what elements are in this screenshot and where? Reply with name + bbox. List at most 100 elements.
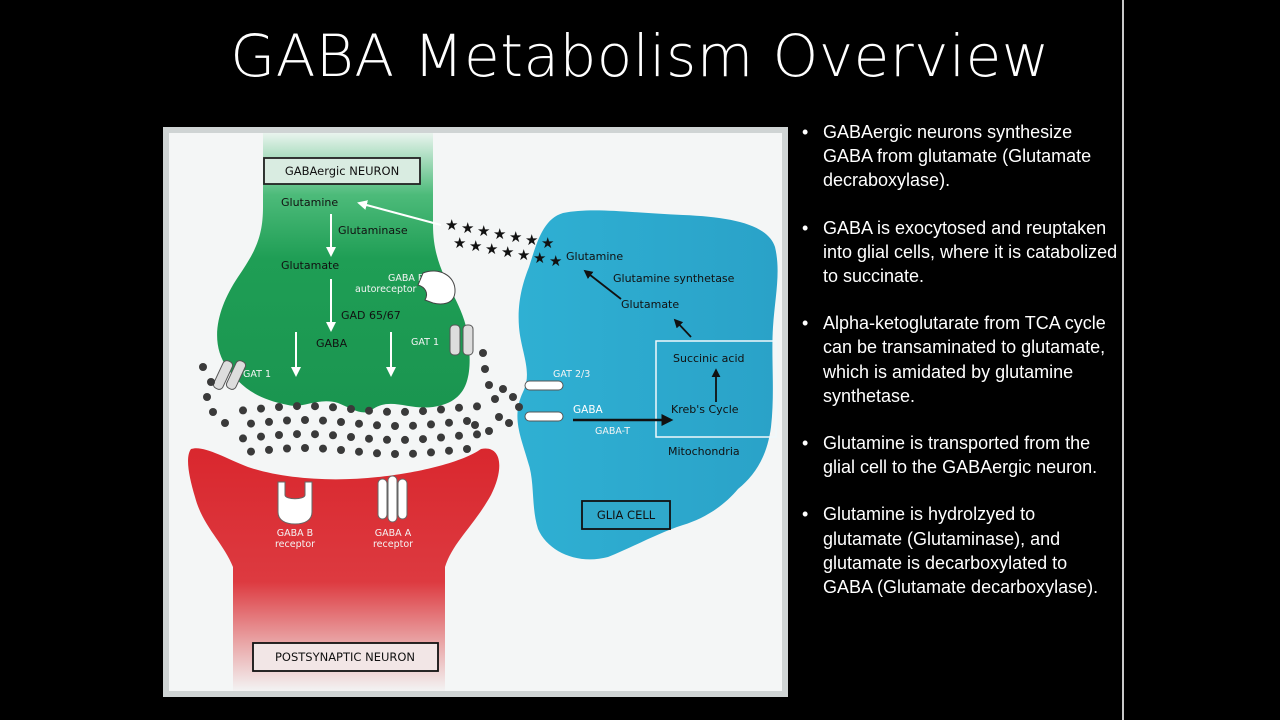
mitochondria-label: Mitochondria	[668, 445, 740, 458]
svg-text:★: ★	[525, 231, 538, 249]
gaba-molecule-dot	[365, 406, 373, 415]
gaba-molecule-dot	[463, 445, 471, 453]
glutaminase-label: Glutaminase	[338, 224, 408, 237]
gaba-molecule-dot	[473, 430, 481, 439]
svg-text:★: ★	[509, 228, 522, 246]
postsynaptic-label-box	[252, 642, 439, 672]
gaba-molecule-dot	[471, 421, 479, 429]
neuron-gaba-label: GABA	[316, 337, 348, 350]
gaba-molecule-dot	[463, 417, 471, 425]
gaba-b-autoreceptor-label-2: autoreceptor	[355, 284, 417, 295]
gaba-molecule-dot	[409, 449, 417, 458]
bullet-item: GABAergic neurons synthesize GABA from g…	[800, 120, 1118, 193]
gat1-transporter-right-icon	[449, 324, 474, 356]
gaba-molecule-dot	[257, 404, 265, 413]
gaba-molecule-dot	[337, 446, 345, 454]
gat1-right-label: GAT 1	[411, 337, 439, 348]
gaba-molecule-dot	[515, 403, 523, 411]
gaba-molecule-dot	[445, 418, 453, 427]
gaba-molecule-dot	[199, 363, 207, 371]
postsynaptic-label: POSTSYNAPTIC NEURON	[275, 650, 415, 664]
bullet-item: Alpha-ketoglutarate from TCA cycle can b…	[800, 311, 1118, 408]
svg-text:★: ★	[533, 249, 546, 267]
gaba-molecule-dot	[373, 449, 381, 458]
gaba-molecule-dot	[391, 422, 399, 430]
svg-text:★: ★	[477, 222, 490, 240]
gaba-molecule-dot	[265, 445, 273, 454]
svg-text:★: ★	[501, 243, 514, 261]
svg-text:★: ★	[517, 246, 530, 264]
glia-glutamine-label: Glutamine	[566, 250, 623, 263]
gaba-molecule-dot	[383, 407, 391, 416]
gaba-molecule-dot	[337, 418, 345, 426]
glia-gaba-label: GABA	[573, 404, 604, 416]
gaba-molecule-dot	[491, 395, 499, 403]
gaba-molecule-dot	[499, 385, 507, 393]
gaba-molecule-dot	[437, 405, 445, 414]
gabaergic-neuron-shape	[217, 133, 470, 413]
glia-label: GLIA CELL	[597, 508, 656, 522]
gaba-molecule-dot	[347, 433, 355, 441]
gaba-molecule-dot	[495, 413, 503, 421]
gaba-molecule-dot	[293, 402, 301, 411]
gaba-molecule-dot	[355, 419, 363, 428]
gaba-molecule-dot	[275, 403, 283, 411]
gaba-b-autoreceptor-icon	[417, 270, 456, 305]
gaba-molecule-dot	[427, 448, 435, 457]
gaba-molecule-dot	[293, 430, 301, 439]
gaba-molecule-dot	[419, 407, 427, 416]
gaba-molecule-dot	[455, 403, 463, 412]
gaba-molecule-dot	[373, 421, 381, 430]
svg-text:★: ★	[493, 225, 506, 243]
gaba-molecule-dot	[239, 406, 247, 415]
gaba-a-receptor-icon	[377, 475, 408, 523]
gaba-molecule-dot	[301, 444, 309, 452]
gaba-b-autoreceptor-label-1: GABA B	[388, 273, 424, 284]
neuron-glutamate-label: Glutamate	[281, 259, 339, 272]
gat23-transporter-bottom-icon	[524, 411, 564, 422]
gaba-molecule-dot	[347, 405, 355, 413]
arrow-glutamine-transport	[357, 200, 442, 226]
gaba-molecule-dot	[365, 434, 373, 443]
gaba-molecule-dot	[427, 420, 435, 429]
gaba-molecule-dot	[419, 435, 427, 444]
gaba-molecule-dot	[383, 435, 391, 444]
gaba-b-receptor-label-2: receptor	[275, 539, 315, 550]
gaba-molecule-dot	[437, 433, 445, 442]
neuron-glutamine-label: Glutamine	[281, 196, 338, 209]
bullet-list: GABAergic neurons synthesize GABA from g…	[800, 120, 1118, 622]
slide-edge-divider	[1122, 0, 1124, 720]
gaba-molecule-dot	[283, 444, 291, 453]
gad-label: GAD 65/67	[341, 309, 401, 322]
bullet-item: GABA is exocytosed and reuptaken into gl…	[800, 216, 1118, 289]
svg-text:★: ★	[541, 234, 554, 252]
gaba-molecule-dot	[445, 446, 453, 455]
bullet-item: Glutamine is transported from the glial …	[800, 431, 1118, 479]
gaba-molecule-dot	[221, 419, 229, 427]
gaba-molecule-dot	[209, 408, 217, 416]
gaba-molecule-dot	[203, 393, 211, 401]
gaba-molecule-dot	[329, 431, 337, 440]
gaba-b-receptor-icon	[277, 481, 313, 525]
glia-cell-shape	[517, 210, 778, 560]
mitochondria-box	[655, 340, 777, 438]
gaba-molecule-dot	[391, 450, 399, 458]
arrow-glutamate-to-glutamine	[583, 269, 622, 300]
gaba-molecule-dot	[257, 432, 265, 441]
glia-label-box	[581, 500, 671, 530]
svg-text:★: ★	[461, 219, 474, 237]
svg-text:★: ★	[485, 240, 498, 258]
svg-text:★: ★	[453, 234, 466, 252]
postsynaptic-neuron-shape	[188, 448, 500, 691]
gaba-molecule-dot	[311, 402, 319, 411]
gaba-molecule-dot	[355, 447, 363, 456]
gaba-molecule-dot	[239, 434, 247, 443]
gaba-molecule-dot	[485, 381, 493, 389]
glia-glutamate-label: Glutamate	[621, 298, 679, 311]
gaba-molecule-dot	[247, 419, 255, 428]
gaba-molecule-dot	[301, 416, 309, 424]
gaba-molecule-dot	[509, 393, 517, 401]
gaba-molecule-dot	[319, 416, 327, 425]
gaba-molecule-dot	[479, 349, 487, 357]
bullet-item: Glutamine is hydrolzyed to glutamate (Gl…	[800, 502, 1118, 599]
